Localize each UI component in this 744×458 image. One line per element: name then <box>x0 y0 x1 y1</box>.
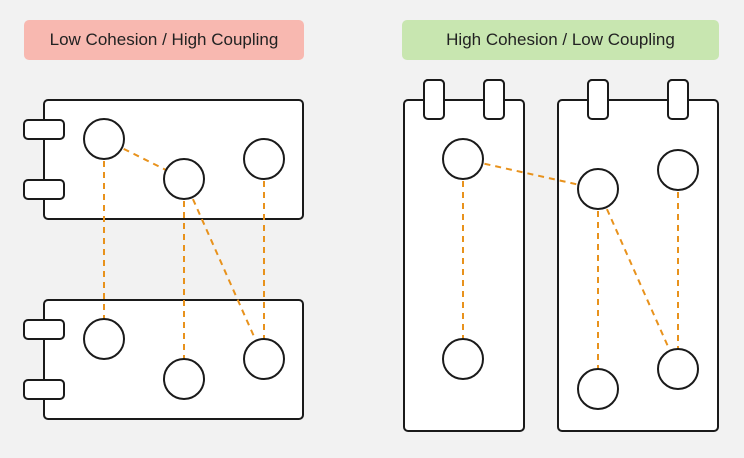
low-cohesion-high-coupling-label: Low Cohesion / High Coupling <box>24 20 304 60</box>
module-node <box>243 338 285 380</box>
right-nodes <box>442 138 699 410</box>
right-links <box>462 158 679 389</box>
module-node <box>657 149 699 191</box>
component-body <box>403 99 525 432</box>
left-diagram <box>23 99 304 420</box>
module-node <box>163 358 205 400</box>
module-node <box>577 368 619 410</box>
module-node <box>83 318 125 360</box>
right-diagram <box>403 79 719 432</box>
component-port <box>23 119 65 140</box>
module-node <box>83 118 125 160</box>
module-node <box>442 138 484 180</box>
module-node <box>577 168 619 210</box>
dependency-link <box>462 158 599 190</box>
component-port-cap <box>483 79 505 120</box>
left-nodes <box>83 118 285 400</box>
module-node <box>657 348 699 390</box>
component-port-cap <box>423 79 445 120</box>
right-left-component <box>403 79 525 432</box>
module-node <box>442 338 484 380</box>
component-port-cap <box>667 79 689 120</box>
component-port <box>23 319 65 340</box>
component-port <box>23 379 65 400</box>
module-node <box>163 158 205 200</box>
high-cohesion-low-coupling-label: High Cohesion / Low Coupling <box>402 20 719 60</box>
module-node <box>243 138 285 180</box>
component-port-cap <box>587 79 609 120</box>
component-port <box>23 179 65 200</box>
